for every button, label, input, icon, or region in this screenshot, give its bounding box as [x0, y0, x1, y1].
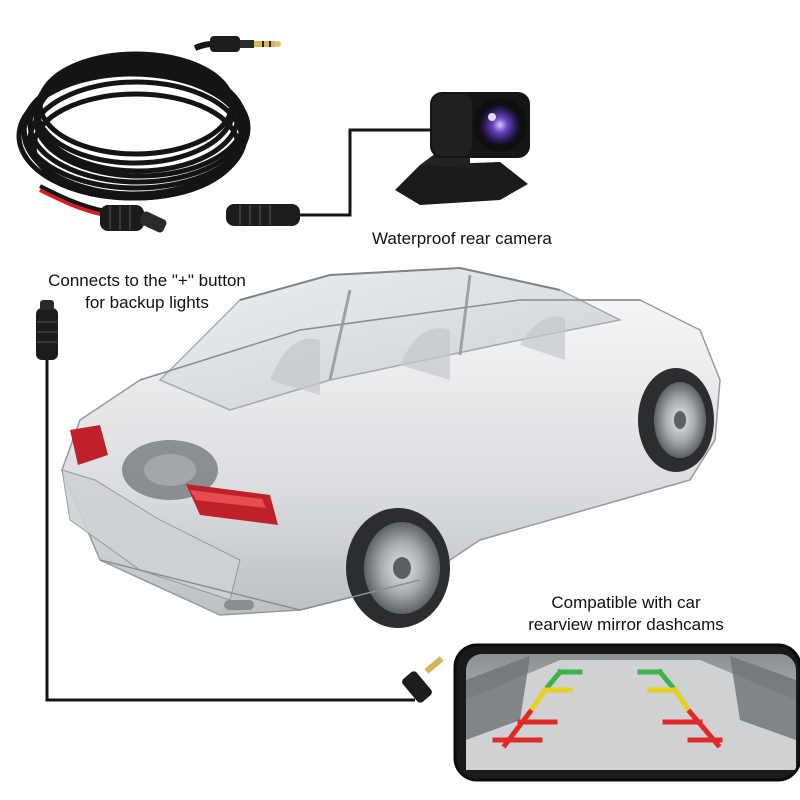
backup-lights-label-line1: Connects to the "+" button: [48, 271, 246, 290]
backup-lights-label-line2: for backup lights: [85, 293, 209, 312]
camera-connector: [226, 204, 300, 226]
backup-light-connector: [36, 300, 58, 360]
parking-guide-lines: [492, 668, 723, 749]
red-wire: [39, 188, 106, 217]
camera-label-text: Waterproof rear camera: [372, 229, 552, 248]
transparent-car: [61, 266, 721, 628]
camera-cable: [300, 128, 432, 217]
rear-wheel: [346, 508, 450, 628]
rear-camera: [395, 92, 530, 205]
mirror-cable: [45, 360, 415, 702]
compatible-label-line2: rearview mirror dashcams: [528, 615, 724, 634]
mirror-dashcam: [453, 643, 800, 782]
cable-connector-coil: [100, 205, 167, 233]
aux-jack-mirror: [402, 656, 444, 703]
aux-jack-top: [210, 36, 281, 52]
camera-label: Waterproof rear camera: [372, 228, 552, 250]
backup-lights-label: Connects to the "+" button for backup li…: [22, 270, 272, 314]
taillight-left: [70, 425, 108, 465]
coiled-cable: [16, 51, 251, 201]
front-wheel: [638, 368, 714, 472]
compatible-label: Compatible with car rearview mirror dash…: [476, 592, 776, 636]
compatible-label-line1: Compatible with car: [551, 593, 701, 612]
